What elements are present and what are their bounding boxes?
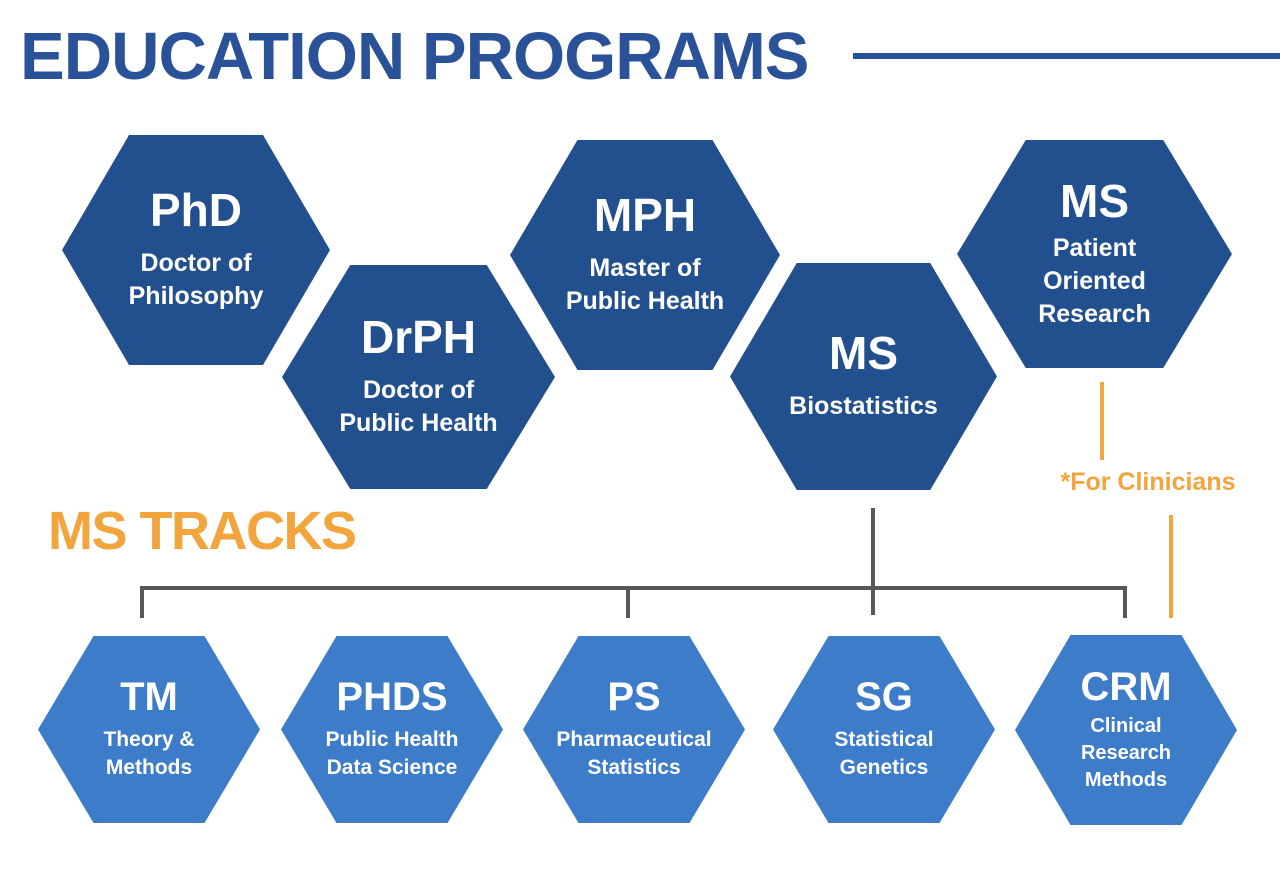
- track-acronym: TM: [120, 675, 178, 720]
- program-name-line: Master of: [589, 254, 701, 282]
- program-acronym: MS: [829, 327, 898, 379]
- track-acronym: PHDS: [336, 675, 448, 720]
- program-acronym: MS: [1060, 174, 1129, 227]
- track-name-line: Methods: [105, 756, 193, 779]
- program-acronym: DrPH: [360, 311, 477, 363]
- hexagon-track-tm: TM Theory & Methods: [38, 636, 260, 823]
- track-name-line: Statistical: [834, 728, 934, 752]
- title-rule-line: [853, 53, 1280, 59]
- program-name-line: Oriented: [1043, 266, 1146, 295]
- hexagon-program-drph: DrPH Doctor of Public Health: [282, 265, 555, 489]
- program-name-line: Public Health: [565, 287, 725, 315]
- for-clinicians-note: *For Clinicians: [1060, 468, 1236, 496]
- program-acronym: MPH: [593, 189, 697, 241]
- clinician-connector-line-upper: [1100, 382, 1104, 460]
- program-name-line: Research: [1038, 299, 1151, 328]
- hexagon-program-phd: PhD Doctor of Philosophy: [62, 135, 330, 365]
- ms-tracks-heading: MS TRACKS: [48, 501, 357, 561]
- page-title: EDUCATION PROGRAMS: [20, 19, 809, 94]
- clinician-connector-line-lower: [1169, 515, 1173, 618]
- track-name-line: Methods: [1084, 768, 1168, 791]
- connector-drop-tm: [140, 586, 144, 618]
- program-acronym: PhD: [150, 184, 242, 236]
- track-acronym: PS: [607, 675, 661, 720]
- track-name-line: Public Health: [325, 728, 459, 752]
- hexagon-track-phds: PHDS Public Health Data Science: [281, 636, 503, 823]
- hexagon-track-crm: CRM Clinical Research Methods: [1015, 635, 1237, 825]
- track-name-line: Statistics: [587, 756, 681, 779]
- program-name-line: Doctor of: [140, 249, 252, 277]
- hexagon-track-sg: SG Statistical Genetics: [773, 636, 995, 823]
- hexagon-program-mph: MPH Master of Public Health: [510, 140, 780, 370]
- program-name-line: Philosophy: [128, 282, 264, 310]
- track-name-line: Genetics: [839, 756, 929, 779]
- track-name-line: Research: [1080, 741, 1172, 764]
- track-acronym: CRM: [1080, 664, 1172, 709]
- track-name-line: Clinical: [1090, 714, 1162, 737]
- hexagon-track-ps: PS Pharmaceutical Statistics: [523, 636, 745, 823]
- connector-drop-ps: [626, 586, 630, 618]
- connector-drop-crm: [1123, 586, 1127, 618]
- track-name-line: Theory &: [103, 728, 195, 752]
- program-name-line: Biostatistics: [789, 392, 938, 420]
- program-name-line: Public Health: [339, 409, 498, 437]
- hexagon-program-ms-patient-oriented-research: MS Patient Oriented Research: [957, 140, 1232, 368]
- program-name-line: Patient: [1052, 233, 1137, 262]
- connector-horizontal: [140, 586, 1127, 590]
- track-name-line: Data Science: [326, 756, 458, 779]
- connector-vertical-biostatistics: [871, 508, 875, 615]
- program-name-line: Doctor of: [362, 376, 475, 404]
- hexagon-program-ms-biostatistics: MS Biostatistics: [730, 263, 997, 490]
- track-name-line: Pharmaceutical: [556, 728, 712, 752]
- track-acronym: SG: [855, 675, 913, 720]
